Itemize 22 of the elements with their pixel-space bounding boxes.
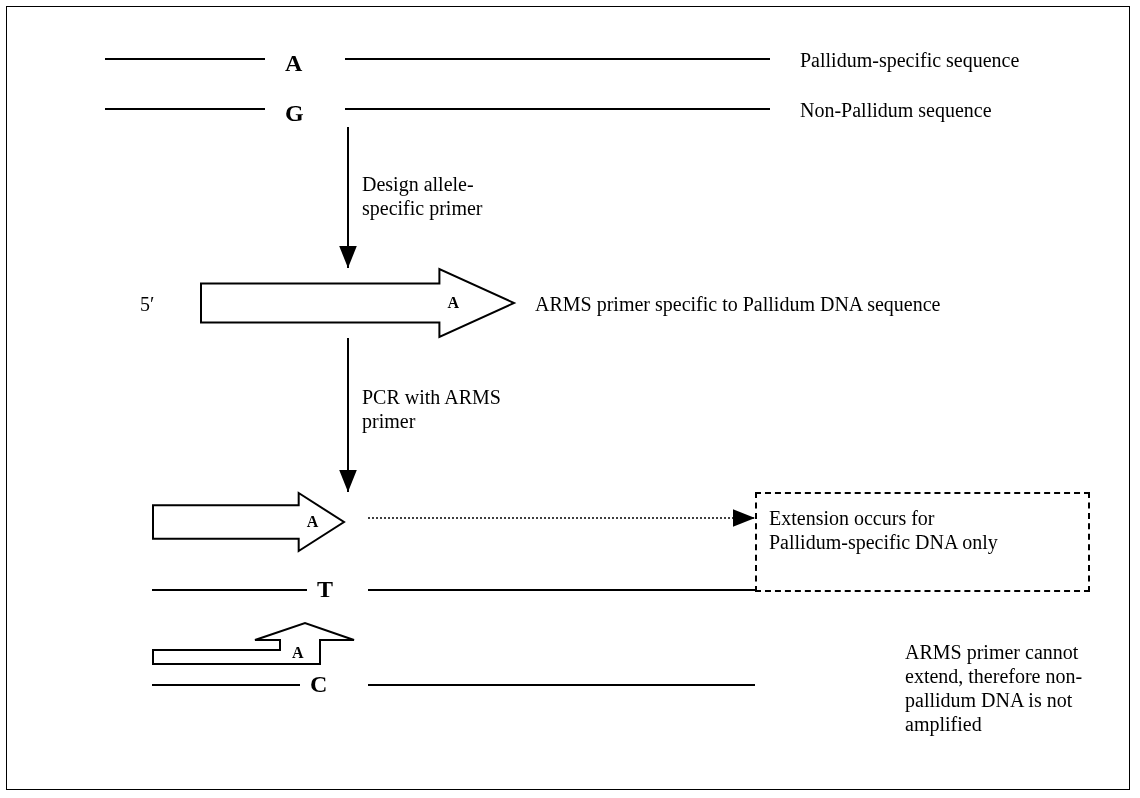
base-letter: A [306,512,319,532]
annotation-text: ARMS primer specific to Pallidum DNA sequence [535,292,941,316]
note-box [755,492,1090,592]
annotation-text: 5′ [140,292,155,316]
arrow [367,509,756,527]
base-letter: T [317,577,333,601]
base-letter: A [292,643,304,663]
mismatched-primer-arrow [152,622,355,665]
base-letter: C [310,672,328,696]
annotation-text: ARMS primer cannot extend, therefore non-pallidum DNA is not amplified [905,640,1084,736]
arrow [339,126,357,269]
primer-arrow [152,492,345,552]
annotation-text: Non-Pallidum sequence [800,98,992,122]
annotation-text: Pallidum-specific sequence [800,48,1020,72]
base-letter: G [285,101,304,125]
note-text: Extension occurs for Pallidum-specific DNA only [769,506,999,554]
base-letter: A [285,51,303,75]
arrow [339,337,357,493]
base-letter: A [447,293,459,313]
primer-arrow [200,268,515,338]
edge-label: PCR with ARMS primer [362,385,502,433]
edge-label: Design allele-specific primer [362,172,484,220]
